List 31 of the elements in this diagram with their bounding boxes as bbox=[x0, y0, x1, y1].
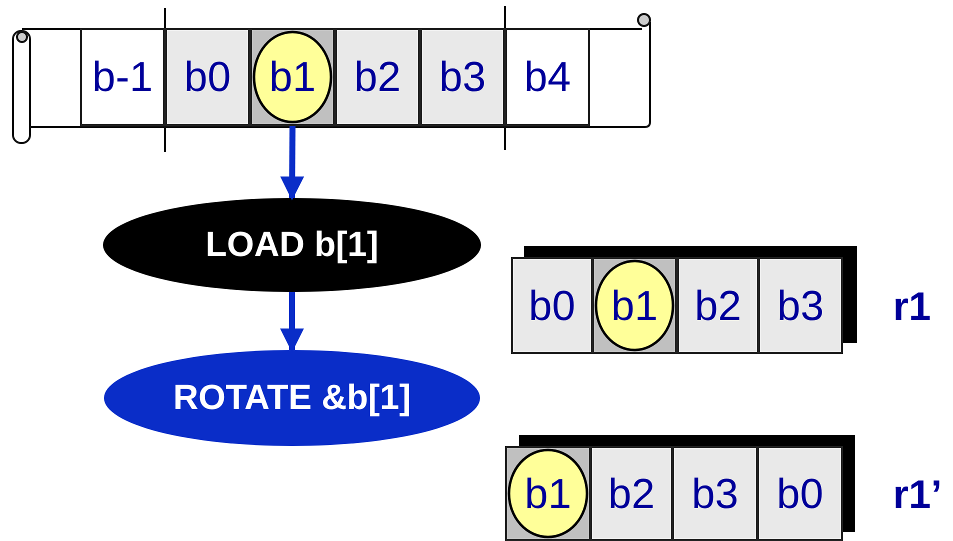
memory-cell bbox=[590, 446, 673, 541]
cell-text: b2 bbox=[694, 282, 742, 330]
cell-text: b0 bbox=[776, 470, 824, 518]
memory-cell bbox=[672, 446, 758, 541]
memory-cell bbox=[511, 257, 593, 354]
memory-cell bbox=[420, 28, 505, 126]
cell-text: b0 bbox=[528, 282, 576, 330]
register-name: r1’ bbox=[893, 473, 942, 518]
memory-cell bbox=[335, 28, 420, 126]
cell-text: b2 bbox=[354, 53, 401, 101]
register-name: r1 bbox=[893, 285, 931, 330]
cell-text: b1 bbox=[524, 470, 572, 518]
cell-text: b1 bbox=[611, 282, 658, 330]
cell-text: b3 bbox=[777, 282, 824, 330]
cell-text: b2 bbox=[608, 470, 655, 518]
cell-text: b1 bbox=[269, 53, 316, 101]
cell-text: b-1 bbox=[92, 53, 153, 101]
instruction-text: LOAD b[1] bbox=[205, 225, 379, 265]
cell-text: b3 bbox=[439, 53, 486, 101]
memory-cell bbox=[505, 28, 590, 126]
cell-text: b0 bbox=[184, 53, 231, 101]
arrow bbox=[280, 126, 304, 200]
instruction-text: ROTATE &b[1] bbox=[173, 378, 411, 418]
arrow bbox=[280, 292, 304, 352]
memory-cell bbox=[165, 28, 250, 126]
memory-cell bbox=[757, 446, 843, 541]
cell-text: b4 bbox=[524, 53, 571, 101]
memory-cell bbox=[80, 28, 165, 126]
cell-text: b3 bbox=[692, 470, 738, 518]
memory-cell bbox=[758, 257, 843, 354]
memory-cell bbox=[677, 257, 759, 354]
